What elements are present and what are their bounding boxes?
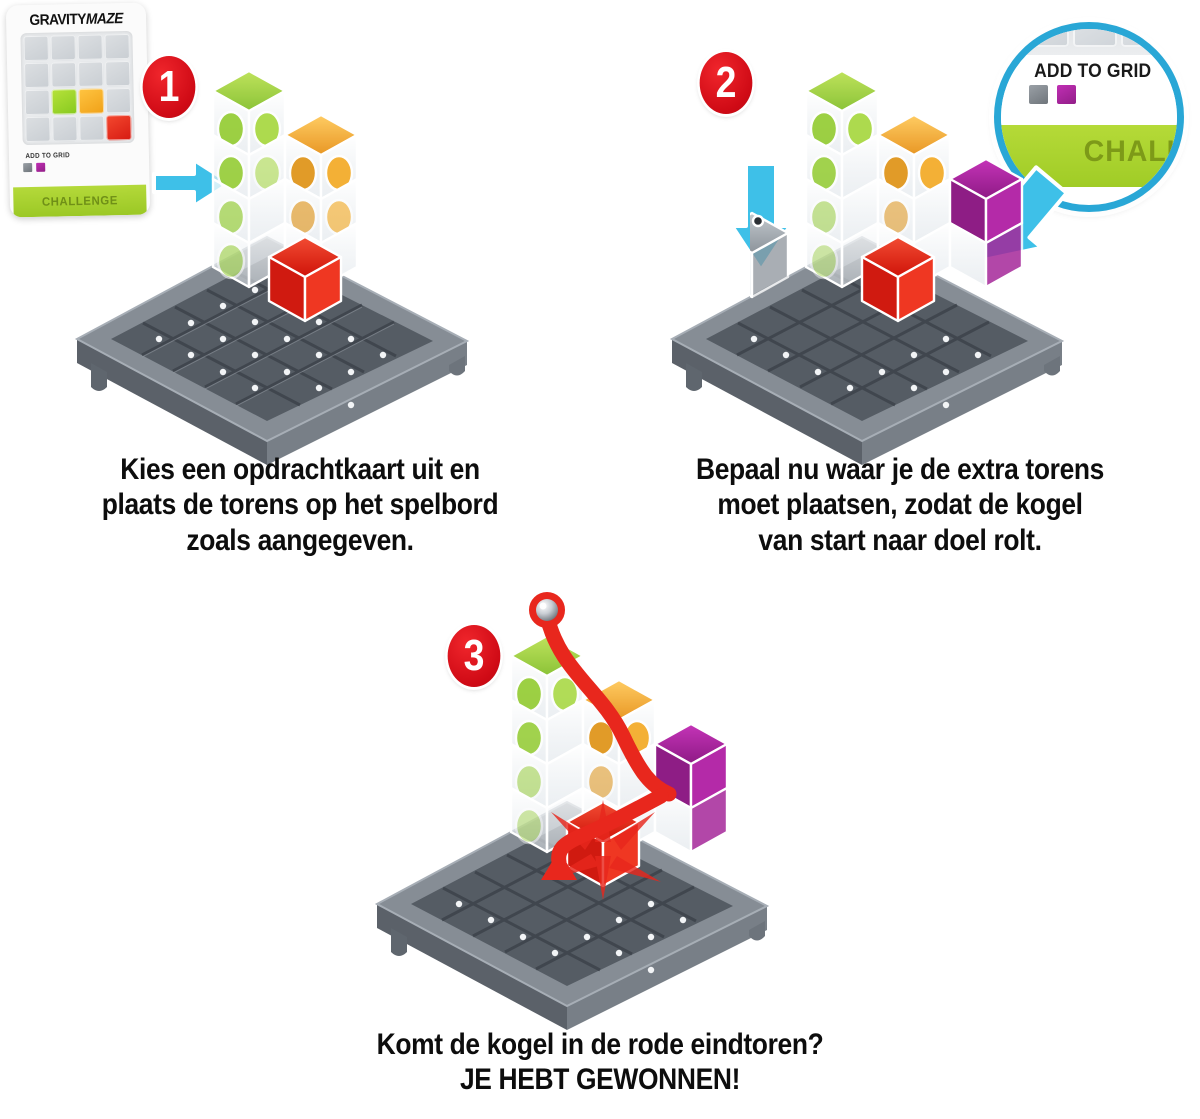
magnifier-content: ADD TO GRID CHALL xyxy=(1001,29,1184,205)
step-panel-2: 2 ADD TO GRID CHALL xyxy=(600,0,1200,600)
card-challenge-band: CHALLENGE xyxy=(13,184,147,218)
card-cell xyxy=(25,116,51,143)
card-add-icons xyxy=(23,162,46,173)
tower-group-step1 xyxy=(203,25,433,345)
magnified-grid-cell xyxy=(1121,29,1165,47)
game-board[interactable] xyxy=(335,592,795,1050)
gravity-maze-logo: GRAVITY MAZE xyxy=(17,8,135,30)
ball-start-ring xyxy=(529,592,565,628)
step-number-3: 3 xyxy=(447,625,501,687)
step-number-1: 1 xyxy=(142,56,196,118)
grey-tower-icon xyxy=(23,162,33,173)
card-cell xyxy=(104,60,131,87)
card-cell xyxy=(50,35,76,61)
card-cell xyxy=(105,87,132,114)
card-cell xyxy=(24,62,50,89)
magenta-tower-icon xyxy=(1057,85,1076,104)
caption-win-line: JE HEBT GEWONNEN! xyxy=(459,1063,741,1097)
impact-burst xyxy=(547,800,661,900)
card-cell xyxy=(79,115,105,141)
challenge-card[interactable]: GRAVITY MAZE ADD TO G xyxy=(5,2,151,218)
card-cell-red xyxy=(106,114,132,141)
caption-line: van start naar doel rolt. xyxy=(758,523,1042,557)
magnified-grid-cell xyxy=(1025,29,1069,47)
card-cell xyxy=(77,61,104,87)
magnified-add-to-grid-label: ADD TO GRID xyxy=(1034,61,1152,82)
card-cell-green xyxy=(51,89,78,115)
magnified-add-icons xyxy=(1029,85,1076,104)
magnified-challenge-label: CHALL xyxy=(1083,135,1184,168)
card-cell xyxy=(77,34,103,60)
step-panel-1: GRAVITY MAZE ADD TO G xyxy=(0,0,600,600)
caption-line: Kies een opdrachtkaart uit en xyxy=(120,453,480,486)
steel-ball xyxy=(536,599,558,621)
tower-group-step3 xyxy=(455,550,795,950)
step-1-caption: Kies een opdrachtkaart uit en plaats de … xyxy=(36,452,564,558)
game-board[interactable] xyxy=(630,69,1090,485)
step-2-caption: Bepaal nu waar je de extra torens moet p… xyxy=(636,452,1164,558)
logo-word-gravity: GRAVITY xyxy=(29,10,87,29)
magnifier-inset: ADD TO GRID CHALL xyxy=(994,22,1184,212)
card-cell xyxy=(52,116,78,142)
card-grid xyxy=(20,30,135,146)
step-3-caption: Komt de kogel in de rode eindtoren? JE H… xyxy=(336,1027,864,1098)
card-cell xyxy=(104,33,130,60)
logo-word-maze: MAZE xyxy=(85,9,123,28)
game-board[interactable] xyxy=(35,69,495,485)
caption-line: zoals aangegeven. xyxy=(186,523,414,557)
caption-line: moet plaatsen, zodat de kogel xyxy=(717,488,1083,522)
ball-path-arrowhead xyxy=(541,850,577,880)
card-cell xyxy=(24,89,51,116)
caption-line: Bepaal nu waar je de extra torens xyxy=(695,453,1105,486)
step-panel-3: 3 xyxy=(300,592,900,1119)
magenta-tower-icon xyxy=(36,162,46,172)
tower-group-step2 xyxy=(750,25,1070,355)
card-cell xyxy=(23,35,49,62)
grey-tower-icon xyxy=(1029,85,1048,104)
magnified-grid-cell xyxy=(1073,29,1117,47)
step-number-2: 2 xyxy=(699,52,753,114)
card-cell xyxy=(51,62,77,88)
caption-line: Komt de kogel in de rode eindtoren? xyxy=(376,1028,824,1061)
card-cell-orange xyxy=(78,88,105,114)
caption-line: plaats de torens op het spelbord xyxy=(101,488,499,522)
card-add-to-grid-label: ADD TO GRID xyxy=(25,152,71,161)
magnified-card-grid xyxy=(1025,29,1165,47)
